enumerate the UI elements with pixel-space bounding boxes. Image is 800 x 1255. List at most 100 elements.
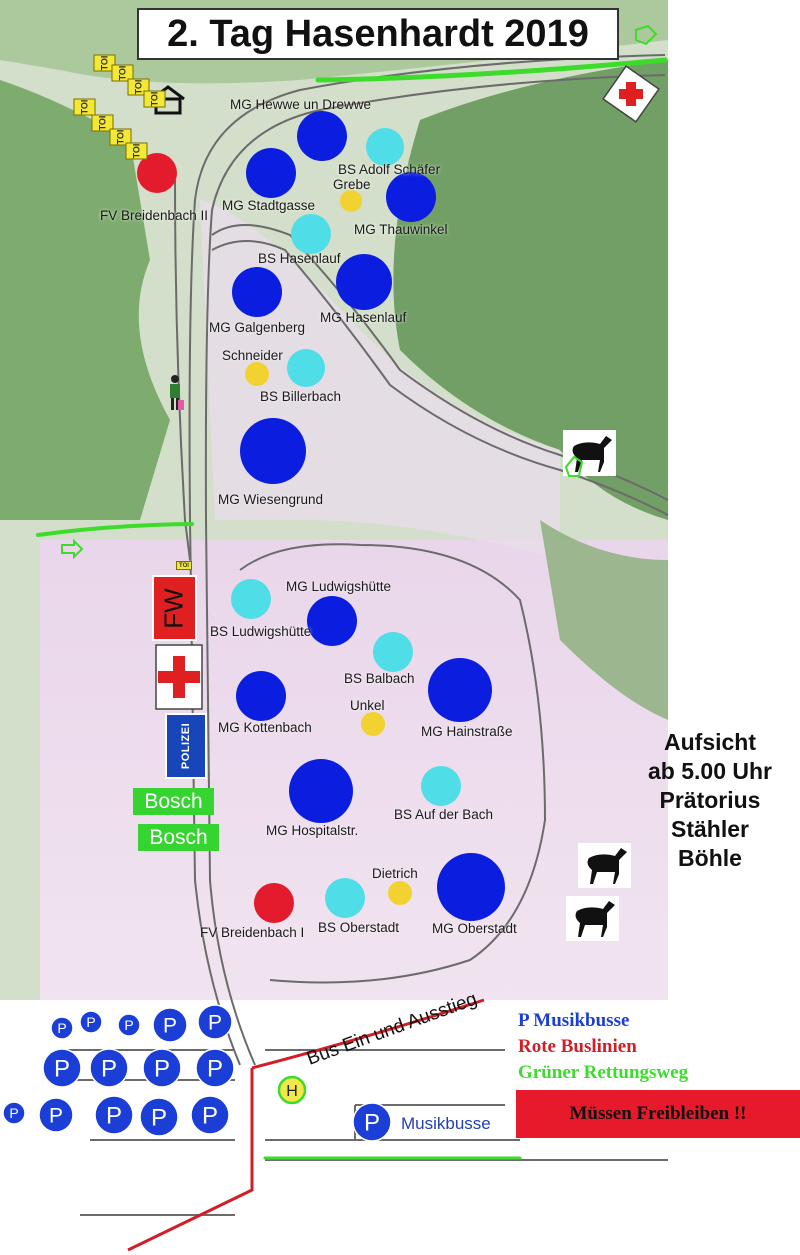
group-label: MG Thauwinkel (354, 222, 448, 237)
svg-text:P: P (49, 1105, 63, 1128)
parking-icon: P (197, 1004, 233, 1040)
rescue-route-top (315, 57, 668, 83)
group-marker-fv (137, 153, 177, 193)
first-aid-icon (155, 644, 203, 710)
group-marker-bs (325, 878, 365, 918)
forest-right (393, 60, 668, 520)
police-marker: POLIZEI (165, 713, 207, 779)
main-road (188, 54, 666, 1066)
svg-text:P: P (9, 1105, 18, 1121)
svg-text:P: P (101, 1056, 117, 1083)
supervision-line: Prätorius (659, 787, 761, 813)
group-label: MG Hainstraße (421, 724, 513, 739)
group-label: MG Hospitalstr. (266, 823, 359, 838)
group-label: BS Billerbach (260, 389, 342, 404)
svg-text:P: P (208, 1012, 222, 1035)
parking-icon: P (50, 1016, 74, 1040)
group-label: BS Ludwigshütte (210, 624, 312, 639)
group-marker-mg (307, 596, 357, 646)
svg-text:P: P (86, 1014, 95, 1030)
toilet-marker: TOI (73, 98, 96, 116)
parking-icon: P (352, 1102, 392, 1142)
group-marker-small (245, 362, 269, 386)
parking-icon: P (195, 1048, 235, 1088)
group-label: FV Breidenbach II (100, 208, 209, 223)
group-label: BS Oberstadt (318, 920, 400, 935)
group-label: MG Galgenberg (209, 320, 306, 335)
svg-text:P: P (54, 1056, 70, 1083)
bosch-marker: Bosch (138, 824, 219, 851)
group-marker-bs (421, 766, 461, 806)
bus-line-upper (251, 998, 485, 1070)
parking-icon: P (89, 1048, 129, 1088)
supervision-line: ab 5.00 Uhr (648, 758, 772, 784)
parking-icon: P (139, 1097, 179, 1137)
group-marker-mg (386, 172, 436, 222)
side-path (174, 179, 191, 561)
first-aid-icon (602, 65, 660, 123)
fire-brigade-label: FW (158, 587, 189, 629)
group-marker-bs (373, 632, 413, 672)
horse-icon (578, 843, 631, 888)
group-marker-mg (336, 254, 392, 310)
group-marker-mg (437, 853, 505, 921)
keep-free-note: Müssen Freibleiben !! (516, 1090, 800, 1138)
group-marker-mg (428, 658, 492, 722)
group-marker-bs (231, 579, 271, 619)
bus-line-lower (127, 1068, 254, 1252)
group-label: Dietrich (372, 866, 418, 881)
svg-text:P: P (57, 1020, 66, 1036)
groups-layer (137, 111, 505, 923)
arrow-right-icon (635, 24, 658, 46)
legend-rettungsweg: Grüner Rettungsweg (518, 1062, 689, 1083)
bus-lines (127, 998, 485, 1252)
group-marker-mg (236, 671, 286, 721)
parking-icon: P (79, 1010, 103, 1034)
group-marker-mg (240, 418, 306, 484)
group-label: BS Adolf Schäfer (338, 162, 441, 177)
group-label: BS Hasenlauf (258, 251, 341, 266)
svg-text:P: P (106, 1103, 122, 1130)
svg-text:P: P (364, 1110, 380, 1137)
group-label: MG Ludwigshütte (286, 579, 392, 594)
parking-musikbusse-label: Musikbusse (401, 1114, 491, 1133)
group-label: FV Breidenbach I (200, 925, 305, 940)
fire-brigade-marker: FW (152, 575, 197, 641)
field-path (239, 543, 547, 984)
group-label: Schneider (222, 348, 283, 363)
parking-icon: P (38, 1097, 74, 1133)
group-marker-fv (254, 883, 294, 923)
group-marker-mg (289, 759, 353, 823)
parking-icon: P (142, 1048, 182, 1088)
parking-icon: P (94, 1095, 134, 1135)
parking-icon: P (42, 1048, 82, 1088)
bus-stop-symbol: H (286, 1083, 298, 1100)
svg-text:P: P (151, 1105, 167, 1132)
toilet-marker: TOI (176, 561, 192, 570)
svg-text:P: P (163, 1015, 177, 1038)
group-label: MG Wiesengrund (218, 492, 324, 507)
parking-icon: P (190, 1095, 230, 1135)
supervision-line: Stähler (671, 816, 749, 842)
group-marker-small (361, 712, 385, 736)
group-label: MG Oberstadt (432, 921, 517, 936)
forest-left (0, 80, 170, 520)
toilet-marker: TOI (143, 90, 166, 108)
group-label: MG Stadtgasse (222, 198, 316, 213)
person-icon (170, 375, 184, 410)
cross-road-edge (211, 240, 669, 516)
group-marker-bs (287, 349, 325, 387)
group-label: MG Hasenlauf (320, 310, 407, 325)
forest-right-lower (540, 520, 668, 720)
legend-musikbusse: P Musikbusse (518, 1010, 630, 1031)
arrow-right-icon (564, 455, 584, 477)
group-label: MG Kottenbach (218, 720, 312, 735)
legend-buslinien: Rote Buslinien (518, 1036, 637, 1057)
supervision-note: Aufsicht ab 5.00 Uhr Prätorius Stähler B… (620, 728, 800, 873)
group-marker-small (340, 190, 362, 212)
group-marker-bs (366, 128, 404, 166)
group-marker-mg (297, 111, 347, 161)
police-label: POLIZEI (180, 722, 192, 770)
main-road-edge (204, 74, 666, 1066)
